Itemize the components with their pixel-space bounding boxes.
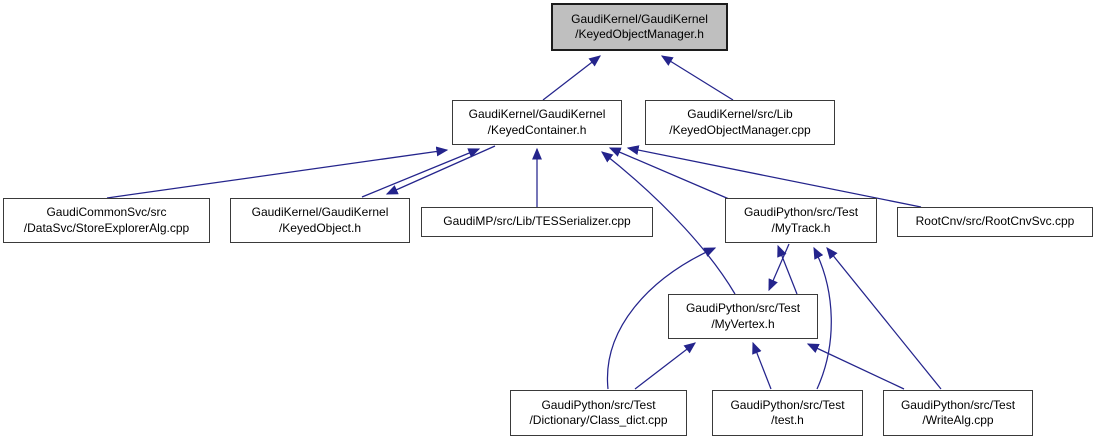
node-label-line: /KeyedContainer.h bbox=[487, 122, 587, 137]
node-label-line: GaudiPython/src/Test bbox=[541, 397, 656, 412]
node-label-line: /KeyedObject.h bbox=[278, 220, 362, 235]
edge-writealg-cpp-to-mytrack-h bbox=[826, 247, 942, 390]
node-writealg-cpp[interactable]: GaudiPython/src/Test /WriteAlg.cpp bbox=[883, 390, 1033, 436]
edge-classdict-cpp-to-myvertex-h bbox=[634, 342, 696, 390]
node-label-line: GaudiKernel/GaudiKernel bbox=[571, 11, 708, 26]
edge-writealg-cpp-to-myvertex-h bbox=[806, 343, 905, 390]
node-rootcnvsvc-cpp[interactable]: RootCnv/src/RootCnvSvc.cpp bbox=[897, 207, 1093, 237]
edge-rootcnvsvc-cpp-to-keyedcontainer-h bbox=[626, 145, 922, 208]
node-classdict-cpp[interactable]: GaudiPython/src/Test /Dictionary/Class_d… bbox=[510, 390, 687, 436]
node-label-line: GaudiMP/src/Lib/TESSerializer.cpp bbox=[443, 214, 631, 229]
edge-mytrack-h-to-keyedcontainer-h bbox=[608, 147, 730, 200]
node-test-h[interactable]: GaudiPython/src/Test /test.h bbox=[712, 390, 863, 436]
edge-storeexploreralg-cpp-to-keyedcontainer-h bbox=[106, 146, 449, 199]
node-keyedobjectmanager-cpp[interactable]: GaudiKernel/src/Lib /KeyedObjectManager.… bbox=[645, 100, 835, 145]
node-mytrack-h[interactable]: GaudiPython/src/Test /MyTrack.h bbox=[725, 198, 877, 243]
edge-myvertex-h-to-mytrack-h bbox=[777, 244, 798, 295]
edge-classdict-cpp-to-mytrack-h bbox=[606, 247, 717, 390]
node-label-line: GaudiPython/src/Test bbox=[743, 205, 859, 219]
node-keyedobjectmanager-h[interactable]: GaudiKernel/GaudiKernel /KeyedObjectMana… bbox=[551, 3, 728, 51]
node-keyedobject-h[interactable]: GaudiKernel/GaudiKernel /KeyedObject.h bbox=[230, 198, 410, 243]
node-label-line: /KeyedObjectManager.h bbox=[575, 27, 704, 41]
node-label-line: /WriteAlg.cpp bbox=[922, 413, 994, 427]
node-label-line: GaudiKernel/GaudiKernel bbox=[251, 205, 389, 219]
node-label-line: GaudiKernel/GaudiKernel bbox=[468, 107, 606, 121]
node-label-line: RootCnv/src/RootCnvSvc.cpp bbox=[915, 214, 1075, 229]
node-label-line: GaudiKernel/src/Lib bbox=[687, 107, 793, 121]
node-storeexploreralg-cpp[interactable]: GaudiCommonSvc/src /DataSvc/StoreExplore… bbox=[3, 198, 210, 243]
edge-test-h-to-myvertex-h bbox=[752, 341, 772, 390]
node-label-line: GaudiPython/src/Test bbox=[730, 397, 845, 412]
node-label-line: /DataSvc/StoreExplorerAlg.cpp bbox=[23, 220, 190, 235]
node-label-line: /KeyedObjectManager.cpp bbox=[669, 122, 811, 137]
edge-mytrack-h-to-myvertex-h bbox=[768, 243, 790, 292]
edge-keyedobjectmanager-cpp-to-keyedobjectmanager-h bbox=[660, 55, 734, 101]
edge-myvertex-h-to-keyedcontainer-h bbox=[601, 151, 736, 295]
edge-keyedobject-h-to-keyedcontainer-h bbox=[361, 148, 481, 198]
node-label-line: /MyVertex.h bbox=[711, 316, 775, 331]
node-label-line: GaudiCommonSvc/src bbox=[46, 205, 167, 219]
node-label-line: /MyTrack.h bbox=[771, 220, 831, 235]
node-myvertex-h[interactable]: GaudiPython/src/Test /MyVertex.h bbox=[668, 294, 818, 339]
node-label-line: /test.h bbox=[771, 413, 804, 427]
node-tesserializer-cpp[interactable]: GaudiMP/src/Lib/TESSerializer.cpp bbox=[421, 207, 653, 237]
node-keyedcontainer-h[interactable]: GaudiKernel/GaudiKernel /KeyedContainer.… bbox=[452, 100, 622, 145]
node-label-line: /Dictionary/Class_dict.cpp bbox=[529, 413, 668, 427]
node-label-line: GaudiPython/src/Test bbox=[685, 301, 801, 315]
edge-keyedcontainer-h-to-keyedobjectmanager-h bbox=[542, 55, 601, 101]
node-label-line: GaudiPython/src/Test bbox=[900, 397, 1016, 412]
edge-keyedcontainer-h-to-keyedobject-h bbox=[385, 145, 496, 195]
edge-test-h-to-mytrack-h bbox=[813, 246, 832, 390]
